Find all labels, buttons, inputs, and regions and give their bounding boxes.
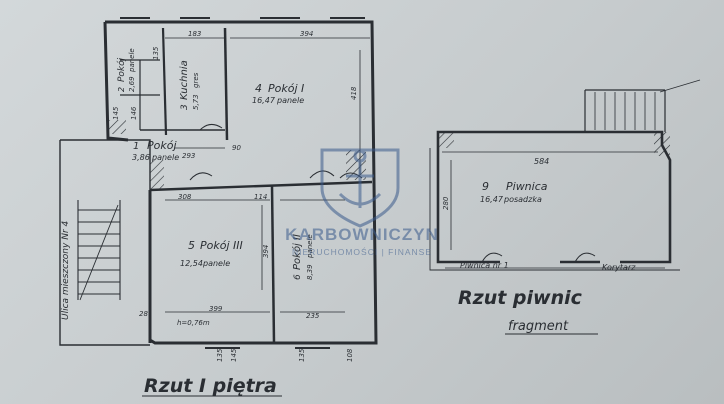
- watermark-brand: KARBOWNICZYN: [285, 225, 439, 244]
- dim-mid-c: 114: [254, 193, 267, 201]
- room-1-name: Pokój: [147, 139, 177, 152]
- dim-side-a: 418: [350, 86, 358, 100]
- basement-hatched-corner-left: [438, 132, 454, 148]
- basement-label-left: Piwnica nr 1: [460, 261, 509, 270]
- basement-walls: [429, 79, 701, 271]
- dim-bot-a: 399: [209, 305, 223, 313]
- watermark-tagline: NIERUCHOMOŚCI | FINANSE: [292, 246, 432, 257]
- basement-label-right: Korytarz: [602, 263, 636, 272]
- dim-b4: 108: [346, 348, 354, 362]
- dim-90: 90: [232, 144, 241, 152]
- dim-left-b: 146: [130, 106, 138, 120]
- room-2-num: 2: [117, 87, 126, 92]
- basement-dim-side: 280: [442, 196, 450, 210]
- room-6-finish: panele: [306, 234, 314, 259]
- room-6-area: 8,39: [306, 264, 314, 280]
- dim-side-b: 394: [262, 245, 270, 258]
- basement-hatched-corner-right: [654, 132, 670, 156]
- basement-dim-top: 584: [534, 157, 549, 166]
- floor1-hatched-chimney: [150, 160, 164, 190]
- room-2-finish: panele: [128, 48, 136, 73]
- room-2-area: 2,69: [128, 76, 136, 92]
- floor1-walls: [59, 17, 378, 349]
- basement-room-area: 16,47: [480, 195, 504, 204]
- basement-room-finish: posadzka: [503, 195, 542, 204]
- dim-b1: 135: [216, 348, 224, 362]
- basement-title: Rzut piwnic: [458, 287, 583, 309]
- room-1-label: 1: [133, 141, 139, 152]
- floor1-dimension-values: 183 394 293 308 114 399 235 h=0,76m 28 9…: [112, 30, 358, 362]
- floor1-hatched-pillar: [108, 120, 126, 134]
- dim-b3: 135: [298, 348, 306, 362]
- room-4-name: Pokój I: [268, 82, 304, 95]
- dim-top-b: 394: [300, 30, 313, 38]
- room-4-num: 4: [255, 82, 262, 95]
- room-1-area: 3,86: [132, 153, 150, 162]
- floor1-title: Rzut I piętra: [144, 375, 277, 397]
- room-6-name: Pokój II: [291, 234, 303, 270]
- street-label: Ulica mieszczony Nr 4: [61, 221, 71, 320]
- dim-bot-b: 235: [306, 312, 320, 320]
- dim-top-a: 183: [188, 30, 201, 38]
- dim-28: 28: [139, 310, 148, 318]
- room-6-num: 6: [293, 274, 303, 280]
- floor1-dimension-lines: [165, 37, 370, 313]
- room-3-num: 3: [180, 104, 190, 110]
- room-2-name: Pokój: [116, 57, 127, 82]
- dim-left-c: 135: [152, 46, 160, 60]
- room-5-name: Pokój III: [200, 239, 243, 252]
- watermark-logo: [320, 148, 400, 228]
- dim-height: h=0,76m: [177, 319, 210, 327]
- room-1-finish: panele: [151, 153, 179, 162]
- dim-mid-b: 308: [178, 193, 192, 201]
- room-4-finish: panele: [276, 96, 304, 105]
- room-3-finish: gres: [192, 72, 200, 88]
- dim-left-a: 145: [112, 106, 120, 120]
- room-3-name: Kuchnia: [179, 60, 190, 100]
- basement-labels: 584 280 9 Piwnica 16,47 posadzka Piwnica…: [442, 157, 636, 272]
- basement-room-num: 9: [482, 180, 489, 193]
- watermark: KARBOWNICZYN NIERUCHOMOŚCI | FINANSE: [285, 148, 439, 257]
- basement-room-name: Piwnica: [506, 180, 548, 193]
- room-5-num: 5: [188, 239, 195, 252]
- room-3-area: 5,73: [192, 94, 200, 110]
- basement-subtitle: fragment: [508, 319, 569, 334]
- room-4-area: 16,47: [252, 96, 276, 105]
- dim-b2: 145: [230, 348, 238, 362]
- floor1-room-labels: 1 Pokój 3,86 panele 2 Pokój 2,69 panele …: [61, 48, 314, 320]
- room-5-finish: panele: [202, 259, 230, 268]
- dim-mid-a: 293: [182, 152, 195, 160]
- room-5-area: 12,54: [180, 259, 203, 268]
